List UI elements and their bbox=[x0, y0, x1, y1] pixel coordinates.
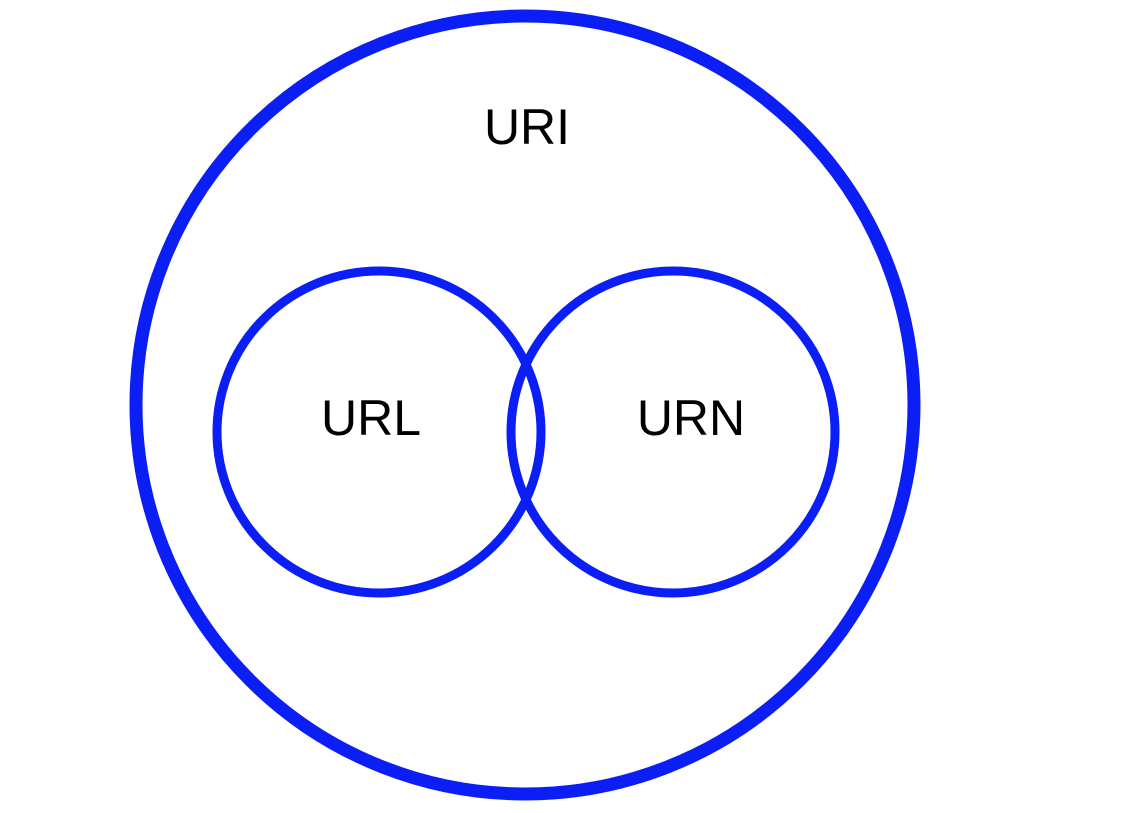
uri-label: URI bbox=[484, 99, 570, 155]
url-circle bbox=[212, 266, 546, 598]
urn-label: URN bbox=[637, 390, 745, 446]
urn-circle bbox=[506, 266, 840, 598]
uri-circle bbox=[129, 9, 921, 801]
url-label: URL bbox=[321, 390, 421, 446]
